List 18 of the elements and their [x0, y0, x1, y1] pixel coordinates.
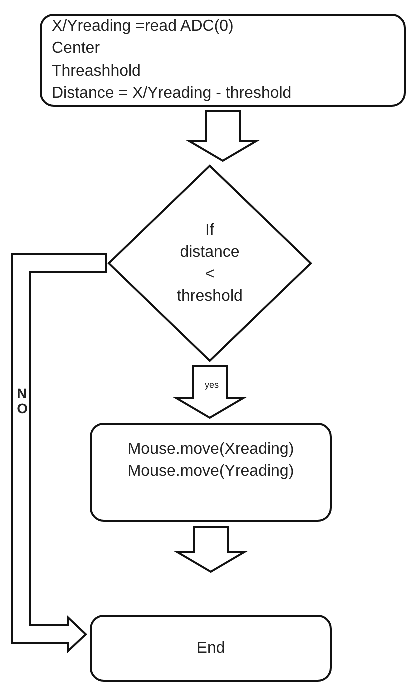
- decision-diamond: [108, 165, 312, 362]
- edge-label: NO: [17, 386, 25, 418]
- node-text: Mouse.move(Yreading): [128, 462, 294, 482]
- block-arrow: [11, 254, 107, 654]
- node-text: Distance = X/Yreading - threshold: [52, 84, 292, 104]
- node-text: Center: [52, 39, 100, 60]
- node-text: End: [196, 638, 226, 658]
- block-arrow: [172, 365, 248, 420]
- block-arrow: [173, 526, 249, 574]
- process-box: [90, 615, 332, 682]
- node-text: Threashhold: [52, 62, 141, 82]
- block-arrow: [185, 110, 261, 162]
- node-text: If distance < threshold: [176, 220, 244, 306]
- node-text: X/Yreading =read ADC(0): [52, 17, 234, 37]
- node-text: Mouse.move(Xreading): [128, 440, 294, 460]
- edge-label: yes: [205, 381, 219, 391]
- process-box: [90, 423, 332, 522]
- process-box: [40, 14, 406, 107]
